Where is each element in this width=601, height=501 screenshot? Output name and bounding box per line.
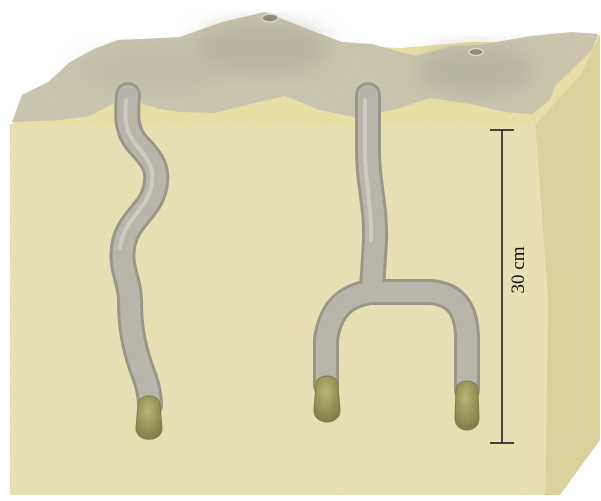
- scale-bar-label: 30 cm: [508, 246, 529, 293]
- burrow-opening-left: [262, 14, 278, 22]
- egg-chamber-right: [455, 381, 479, 430]
- egg-chamber-middle: [314, 376, 340, 422]
- burrow-opening-right: [469, 49, 483, 56]
- mound-shadow-mid: [80, 48, 220, 92]
- egg-chamber-left: [136, 396, 162, 439]
